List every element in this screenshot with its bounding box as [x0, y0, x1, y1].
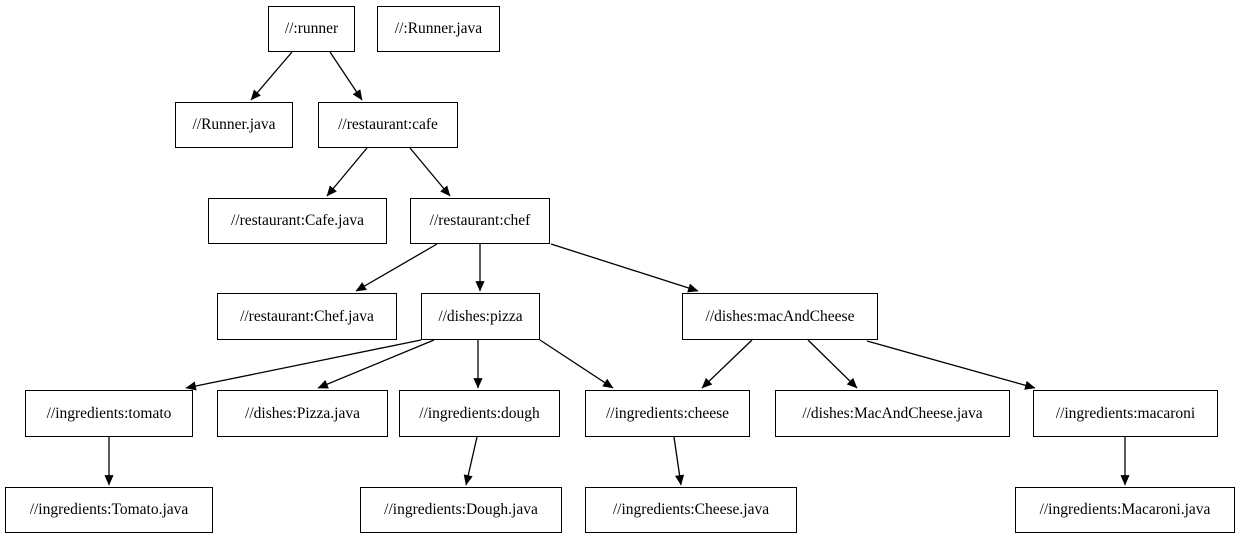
graph-node-label: //restaurant:Chef.java [240, 307, 374, 325]
graph-node-pizza: //dishes:pizza [421, 293, 540, 340]
graph-node-label: //ingredients:Dough.java [384, 501, 538, 519]
graph-node-label: //ingredients:cheese [605, 404, 730, 422]
graph-node-chef: //restaurant:chef [410, 198, 550, 244]
graph-node-label: //dishes:macAndCheese [705, 307, 855, 325]
graph-node-label: //dishes:Pizza.java [245, 404, 360, 422]
graph-edge-macandcheese-to-macandcheese-java [807, 339, 858, 389]
graph-node-label: //ingredients:Cheese.java [612, 501, 770, 519]
graph-node-tomato: //ingredients:tomato [25, 390, 193, 437]
graph-edge-cafe-to-cafe-java [326, 147, 368, 197]
graph-node-label: //ingredients:macaroni [1055, 404, 1196, 422]
graph-edge-runner-to-cafe [329, 51, 363, 101]
graph-edge-cafe-to-chef [409, 147, 451, 197]
graph-node-label: //ingredients:Macaroni.java [1039, 501, 1211, 519]
graph-node-tomato-java: //ingredients:Tomato.java [5, 487, 213, 533]
graph-edge-runner-to-runner-java [250, 51, 293, 101]
graph-node-cafe: //restaurant:cafe [318, 102, 458, 148]
graph-node-cheese: //ingredients:cheese [585, 390, 750, 437]
graph-edge-pizza-to-cheese [539, 339, 614, 389]
graph-node-label: //ingredients:tomato [46, 404, 172, 422]
graph-edge-macandcheese-to-cheese [701, 339, 753, 389]
graph-node-label: //ingredients:dough [419, 404, 540, 422]
graph-edge-macandcheese-to-macaroni [866, 340, 1036, 390]
graph-node-label: //restaurant:cafe [338, 116, 438, 134]
graph-node-runner: //:runner [268, 6, 355, 52]
graph-node-macandcheese: //dishes:macAndCheese [682, 293, 878, 340]
graph-edge-chef-to-macandcheese [550, 243, 699, 293]
graph-node-label: //ingredients:Tomato.java [29, 501, 189, 519]
graph-edge-pizza-to-pizza-java [317, 339, 435, 389]
graph-node-label: //:Runner.java [394, 20, 483, 38]
graph-node-label: //Runner.java [192, 116, 276, 134]
graph-node-label: //restaurant:chef [429, 212, 531, 230]
graph-node-runner-java: //Runner.java [175, 102, 293, 148]
graph-node-chef-java: //restaurant:Chef.java [217, 293, 397, 340]
graph-node-dough-java: //ingredients:Dough.java [360, 487, 562, 533]
graph-node-cafe-java: //restaurant:Cafe.java [208, 198, 387, 244]
graph-node-pizza-java: //dishes:Pizza.java [217, 390, 388, 437]
graph-node-macaroni: //ingredients:macaroni [1033, 390, 1218, 437]
graph-node-label: //restaurant:Cafe.java [231, 212, 364, 230]
graph-node-macaroni-java: //ingredients:Macaroni.java [1015, 487, 1235, 533]
graph-node-dough: //ingredients:dough [399, 390, 560, 437]
graph-node-runner-java-root: //:Runner.java [377, 6, 500, 52]
graph-edge-dough-to-dough-java [463, 436, 478, 486]
graph-node-label: //dishes:pizza [438, 307, 523, 325]
graph-node-label: //dishes:MacAndCheese.java [802, 404, 983, 422]
graph-node-label: //:runner [284, 20, 339, 38]
graph-edge-cheese-to-cheese-java [673, 436, 685, 486]
graph-node-macandcheese-java: //dishes:MacAndCheese.java [775, 390, 1010, 437]
graph-node-cheese-java: //ingredients:Cheese.java [585, 487, 797, 533]
graph-edge-chef-to-chef-java [355, 243, 438, 292]
graph-edge-pizza-to-tomato [185, 339, 422, 391]
